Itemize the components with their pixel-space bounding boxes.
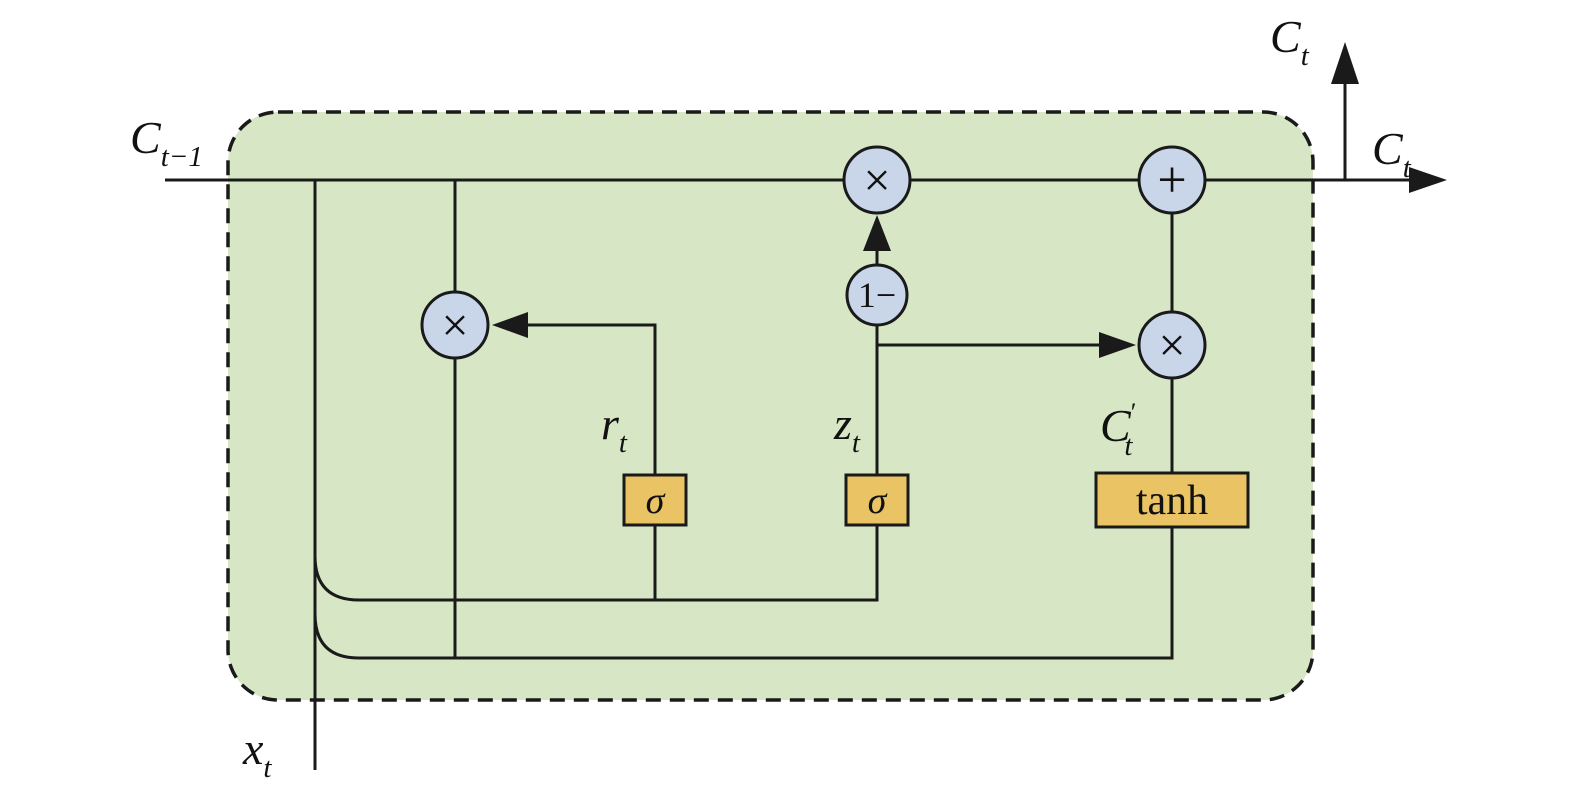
label-cell-state-out-top: Ct — [1270, 11, 1310, 72]
sigma-reset-label: σ — [646, 480, 666, 522]
label-candidate-ct: C′ t — [1100, 398, 1136, 462]
label-reset-gate-base: r — [601, 398, 620, 449]
sigma-reset-box — [622, 473, 688, 527]
label-candidate-prime: ′ — [1131, 398, 1137, 427]
label-input-xt-base: x — [242, 723, 264, 774]
label-cell-state-in-base: C — [130, 112, 162, 163]
multiply-candidate-symbol: × — [1158, 319, 1185, 372]
arrowhead-state-out-right — [1409, 167, 1447, 193]
label-input-xt-sub: t — [263, 752, 272, 784]
label-input-xt: xt — [242, 723, 272, 784]
label-cell-state-in-sub: t−1 — [161, 141, 203, 173]
multiply-reset-node — [420, 290, 490, 360]
label-update-gate-base: z — [833, 398, 852, 449]
one-minus-node — [845, 263, 909, 327]
label-candidate-base: C — [1100, 400, 1132, 451]
label-cell-state-out-top-sub: t — [1301, 40, 1310, 72]
label-cell-state-in: Ct−1 — [130, 112, 203, 173]
candidate-feed-line — [313, 527, 1174, 660]
label-update-gate-zt: zt — [833, 398, 861, 459]
label-candidate-sub: t — [1124, 430, 1133, 462]
label-cell-state-out-top-base: C — [1270, 11, 1302, 62]
arrowhead-into-candidate-mul — [1099, 332, 1136, 358]
label-cell-state-out-right: Ct — [1372, 123, 1412, 184]
label-cell-state-out-right-base: C — [1372, 123, 1404, 174]
label-update-gate-sub: t — [852, 427, 861, 459]
tanh-label: tanh — [1136, 478, 1208, 524]
sigma-update-box — [844, 473, 910, 527]
one-minus-symbol: 1− — [858, 275, 896, 315]
multiply-reset-symbol: × — [441, 299, 468, 352]
multiply-state-symbol: × — [863, 154, 890, 207]
add-symbol: + — [1157, 152, 1186, 209]
add-node — [1137, 145, 1207, 215]
arrowhead-into-state-mul — [863, 215, 891, 251]
arrowhead-state-out-up — [1331, 42, 1359, 84]
arrowhead-into-reset-mul — [492, 312, 528, 338]
label-cell-state-out-right-sub: t — [1403, 152, 1412, 184]
gru-cell-body — [226, 110, 1315, 702]
tanh-box — [1094, 471, 1250, 529]
sigma-update-label: σ — [868, 480, 888, 522]
label-reset-gate-rt: rt — [601, 398, 628, 459]
reset-gate-line — [524, 323, 657, 475]
multiply-state-node — [842, 145, 912, 215]
gate-feed-line — [313, 525, 879, 602]
multiply-candidate-node — [1137, 310, 1207, 380]
label-reset-gate-sub: t — [619, 427, 628, 459]
